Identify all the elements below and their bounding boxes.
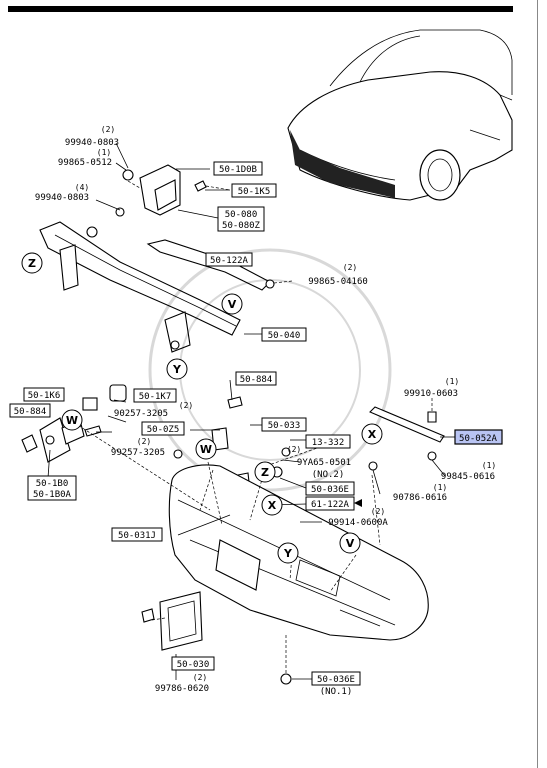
callout-50-1b0: 50-1B0: [36, 479, 69, 489]
part-qty-1: (2): [101, 125, 115, 134]
bumper-cover: [168, 464, 429, 641]
callout-box-50-1k7: [133, 388, 177, 403]
callout-box-50-0z5: [141, 421, 185, 436]
callout-50-1b0a: 50-1B0A: [33, 490, 72, 500]
marker-v-1: V: [228, 298, 237, 311]
part-number-11: 99914-0600A: [328, 518, 388, 528]
page-edge-line: [537, 0, 538, 768]
callout-box-50-884-mid: [235, 371, 277, 386]
marker-x-1: X: [368, 428, 377, 441]
part-qty-9: (1): [482, 461, 496, 470]
callout-50-080: 50-080: [225, 210, 258, 220]
part-number-2: 99865-0512: [58, 158, 112, 168]
callout-50-052a: 50-052A: [459, 434, 498, 444]
callout-box-50-052a: [454, 429, 503, 445]
arrow-icon: [354, 499, 362, 507]
callout-50-1k6: 50-1K6: [28, 391, 61, 401]
callout-50-884-mid: 50-884: [240, 375, 273, 385]
callout-50-040: 50-040: [268, 331, 301, 341]
callout-box-50-1b0: [27, 475, 77, 501]
marker-z-1: Z: [28, 257, 36, 270]
callout-61-122a: 61-122A: [311, 500, 350, 510]
note-no2: (NO.2): [312, 470, 345, 480]
part-number-8: 9YA65-0501: [297, 458, 351, 468]
part-number-9: 99845-0616: [441, 472, 495, 482]
part-number-10: 90786-0616: [393, 493, 447, 503]
support-rod: [368, 398, 445, 471]
marker-w-2: W: [200, 443, 212, 456]
callout-50-884-left: 50-884: [14, 407, 47, 417]
part-qty-10: (1): [433, 483, 447, 492]
callout-box-50-033: [261, 417, 307, 432]
callout-50-1k7: 50-1K7: [139, 392, 172, 402]
part-number-5: 99910-0603: [404, 389, 458, 399]
side-mount-assembly: [21, 384, 127, 463]
part-number-7: 99257-3205: [111, 448, 165, 458]
part-qty-2: (1): [97, 148, 111, 157]
part-number-4: 99865-04160: [308, 277, 368, 287]
note-no1: (NO.1): [320, 687, 353, 697]
part-qty-6: (2): [179, 401, 193, 410]
callout-50-036e-top: 50-036E: [311, 485, 349, 495]
callout-50-033: 50-033: [268, 421, 301, 431]
part-labels: (2) 99940-0803 (1) 99865-0512 (4) 99940-…: [35, 125, 496, 697]
callout-box-50-080: [217, 206, 265, 232]
part-qty-8: (2): [287, 445, 301, 454]
callout-boxes: 50-1D0B 50-1K5 50-080 50-080Z 50-122A 50…: [9, 161, 503, 686]
callout-13-332: 13-332: [312, 438, 345, 448]
callout-box-50-1d0b: [213, 161, 263, 176]
callout-box-50-1k5: [231, 183, 277, 198]
marker-v-2: V: [346, 537, 355, 550]
callout-50-036e-bottom: 50-036E: [317, 675, 355, 685]
header-rule: [8, 6, 513, 12]
marker-z-2: Z: [261, 466, 269, 479]
part-number-3: 99940-0803: [35, 193, 89, 203]
car-illustration: [287, 29, 513, 201]
callout-50-031j: 50-031J: [118, 531, 156, 541]
bracket-assembly: [86, 164, 231, 238]
callout-50-122a: 50-122A: [210, 256, 249, 266]
callout-50-0z5: 50-0Z5: [147, 425, 180, 435]
part-number-6: 90257-3205: [114, 409, 168, 419]
callout-box-50-122a: [205, 252, 253, 267]
marker-y-1: Y: [172, 363, 182, 376]
part-qty-7: (2): [137, 437, 151, 446]
part-number-12: 99786-0620: [155, 684, 209, 694]
marker-y-2: Y: [283, 547, 293, 560]
part-qty-3: (4): [75, 183, 89, 192]
callout-box-13-332: [305, 434, 351, 449]
callout-50-1d0b: 50-1D0B: [219, 165, 257, 175]
part-number-1: 99940-0803: [65, 138, 119, 148]
callout-box-50-040: [261, 327, 307, 342]
reinforcement-beam: [39, 221, 241, 353]
callout-box-61-122a: [305, 496, 355, 511]
license-plate-bracket: [141, 591, 292, 685]
callout-box-50-031j: [111, 527, 163, 542]
callout-50-030: 50-030: [177, 660, 210, 670]
reference-markers: Z V Y W X Z Y V X W: [21, 252, 383, 564]
callout-box-50-036e-bottom: [311, 671, 361, 686]
part-qty-5: (1): [445, 377, 459, 386]
callout-50-1k5: 50-1K5: [238, 187, 271, 197]
part-qty-4: (2): [343, 263, 357, 272]
part-qty-12: (2): [193, 673, 207, 682]
callout-box-50-1k6: [23, 387, 65, 402]
marker-x-2: X: [268, 499, 277, 512]
callout-box-50-884-left: [9, 403, 51, 418]
callout-box-50-036e-top: [305, 481, 355, 496]
part-qty-11: (2): [371, 507, 385, 516]
callout-50-080z: 50-080Z: [222, 221, 261, 231]
callout-box-50-030: [171, 656, 215, 671]
marker-w-1: W: [66, 414, 78, 427]
